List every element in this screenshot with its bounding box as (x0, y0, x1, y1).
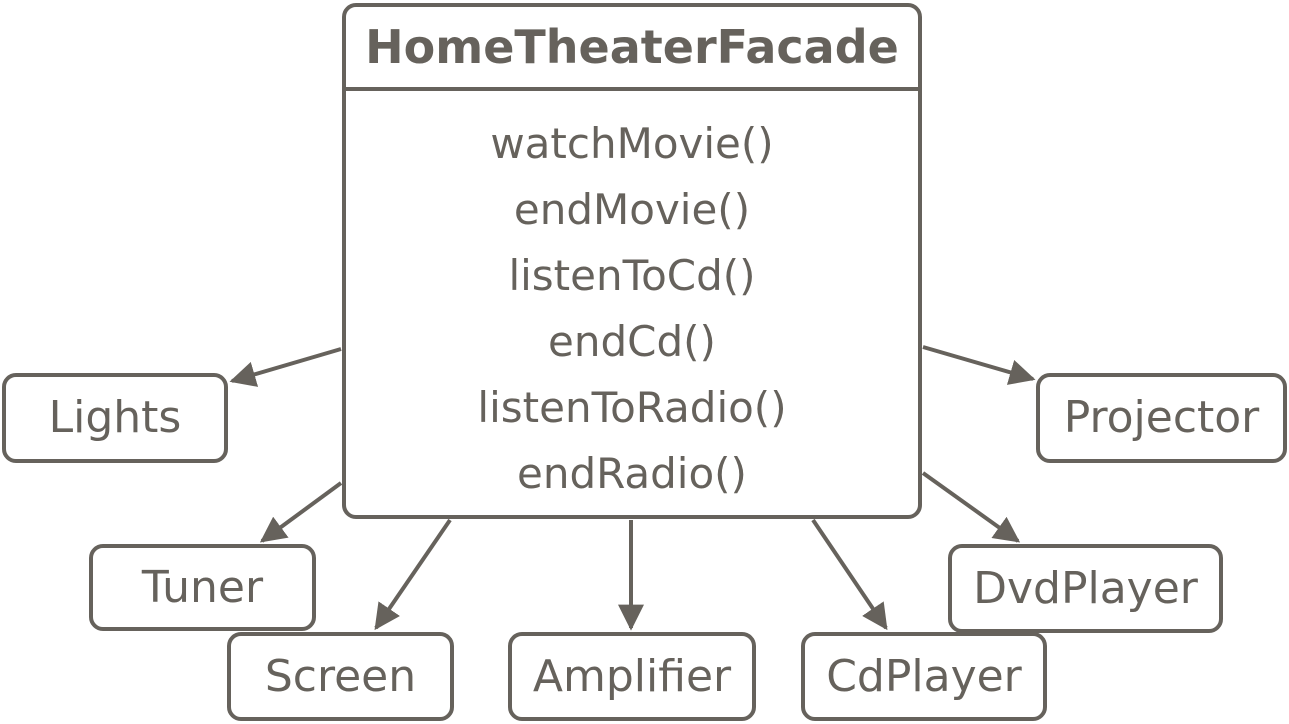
method-listen-to-cd: listenToCd() (508, 251, 756, 300)
arrow-to-dvdplayer (921, 471, 1021, 543)
method-listen-to-radio: listenToRadio() (477, 383, 787, 432)
arrow-to-lights (229, 347, 342, 387)
method-watch-movie: watchMovie() (490, 119, 774, 168)
arrow-to-cdplayer (811, 518, 888, 631)
arrow-to-screen (374, 518, 452, 631)
subsystem-tuner: Tuner (89, 544, 316, 631)
subsystem-screen: Screen (227, 632, 454, 721)
facade-method-list: watchMovie() endMovie() listenToCd() end… (346, 91, 918, 507)
subsystem-amplifier: Amplifier (508, 632, 756, 721)
subsystem-lights: Lights (2, 373, 228, 463)
method-end-radio: endRadio() (517, 449, 747, 498)
subsystem-dvdplayer: DvdPlayer (948, 544, 1223, 633)
subsystem-cdplayer: CdPlayer (801, 632, 1047, 721)
facade-class-name: HomeTheaterFacade (346, 7, 918, 91)
method-end-movie: endMovie() (513, 185, 751, 234)
method-end-cd: endCd() (548, 317, 716, 366)
arrow-to-tuner (259, 481, 343, 543)
arrow-to-projector (922, 345, 1036, 385)
facade-class-box: HomeTheaterFacade watchMovie() endMovie(… (342, 3, 922, 519)
subsystem-projector: Projector (1036, 373, 1287, 463)
